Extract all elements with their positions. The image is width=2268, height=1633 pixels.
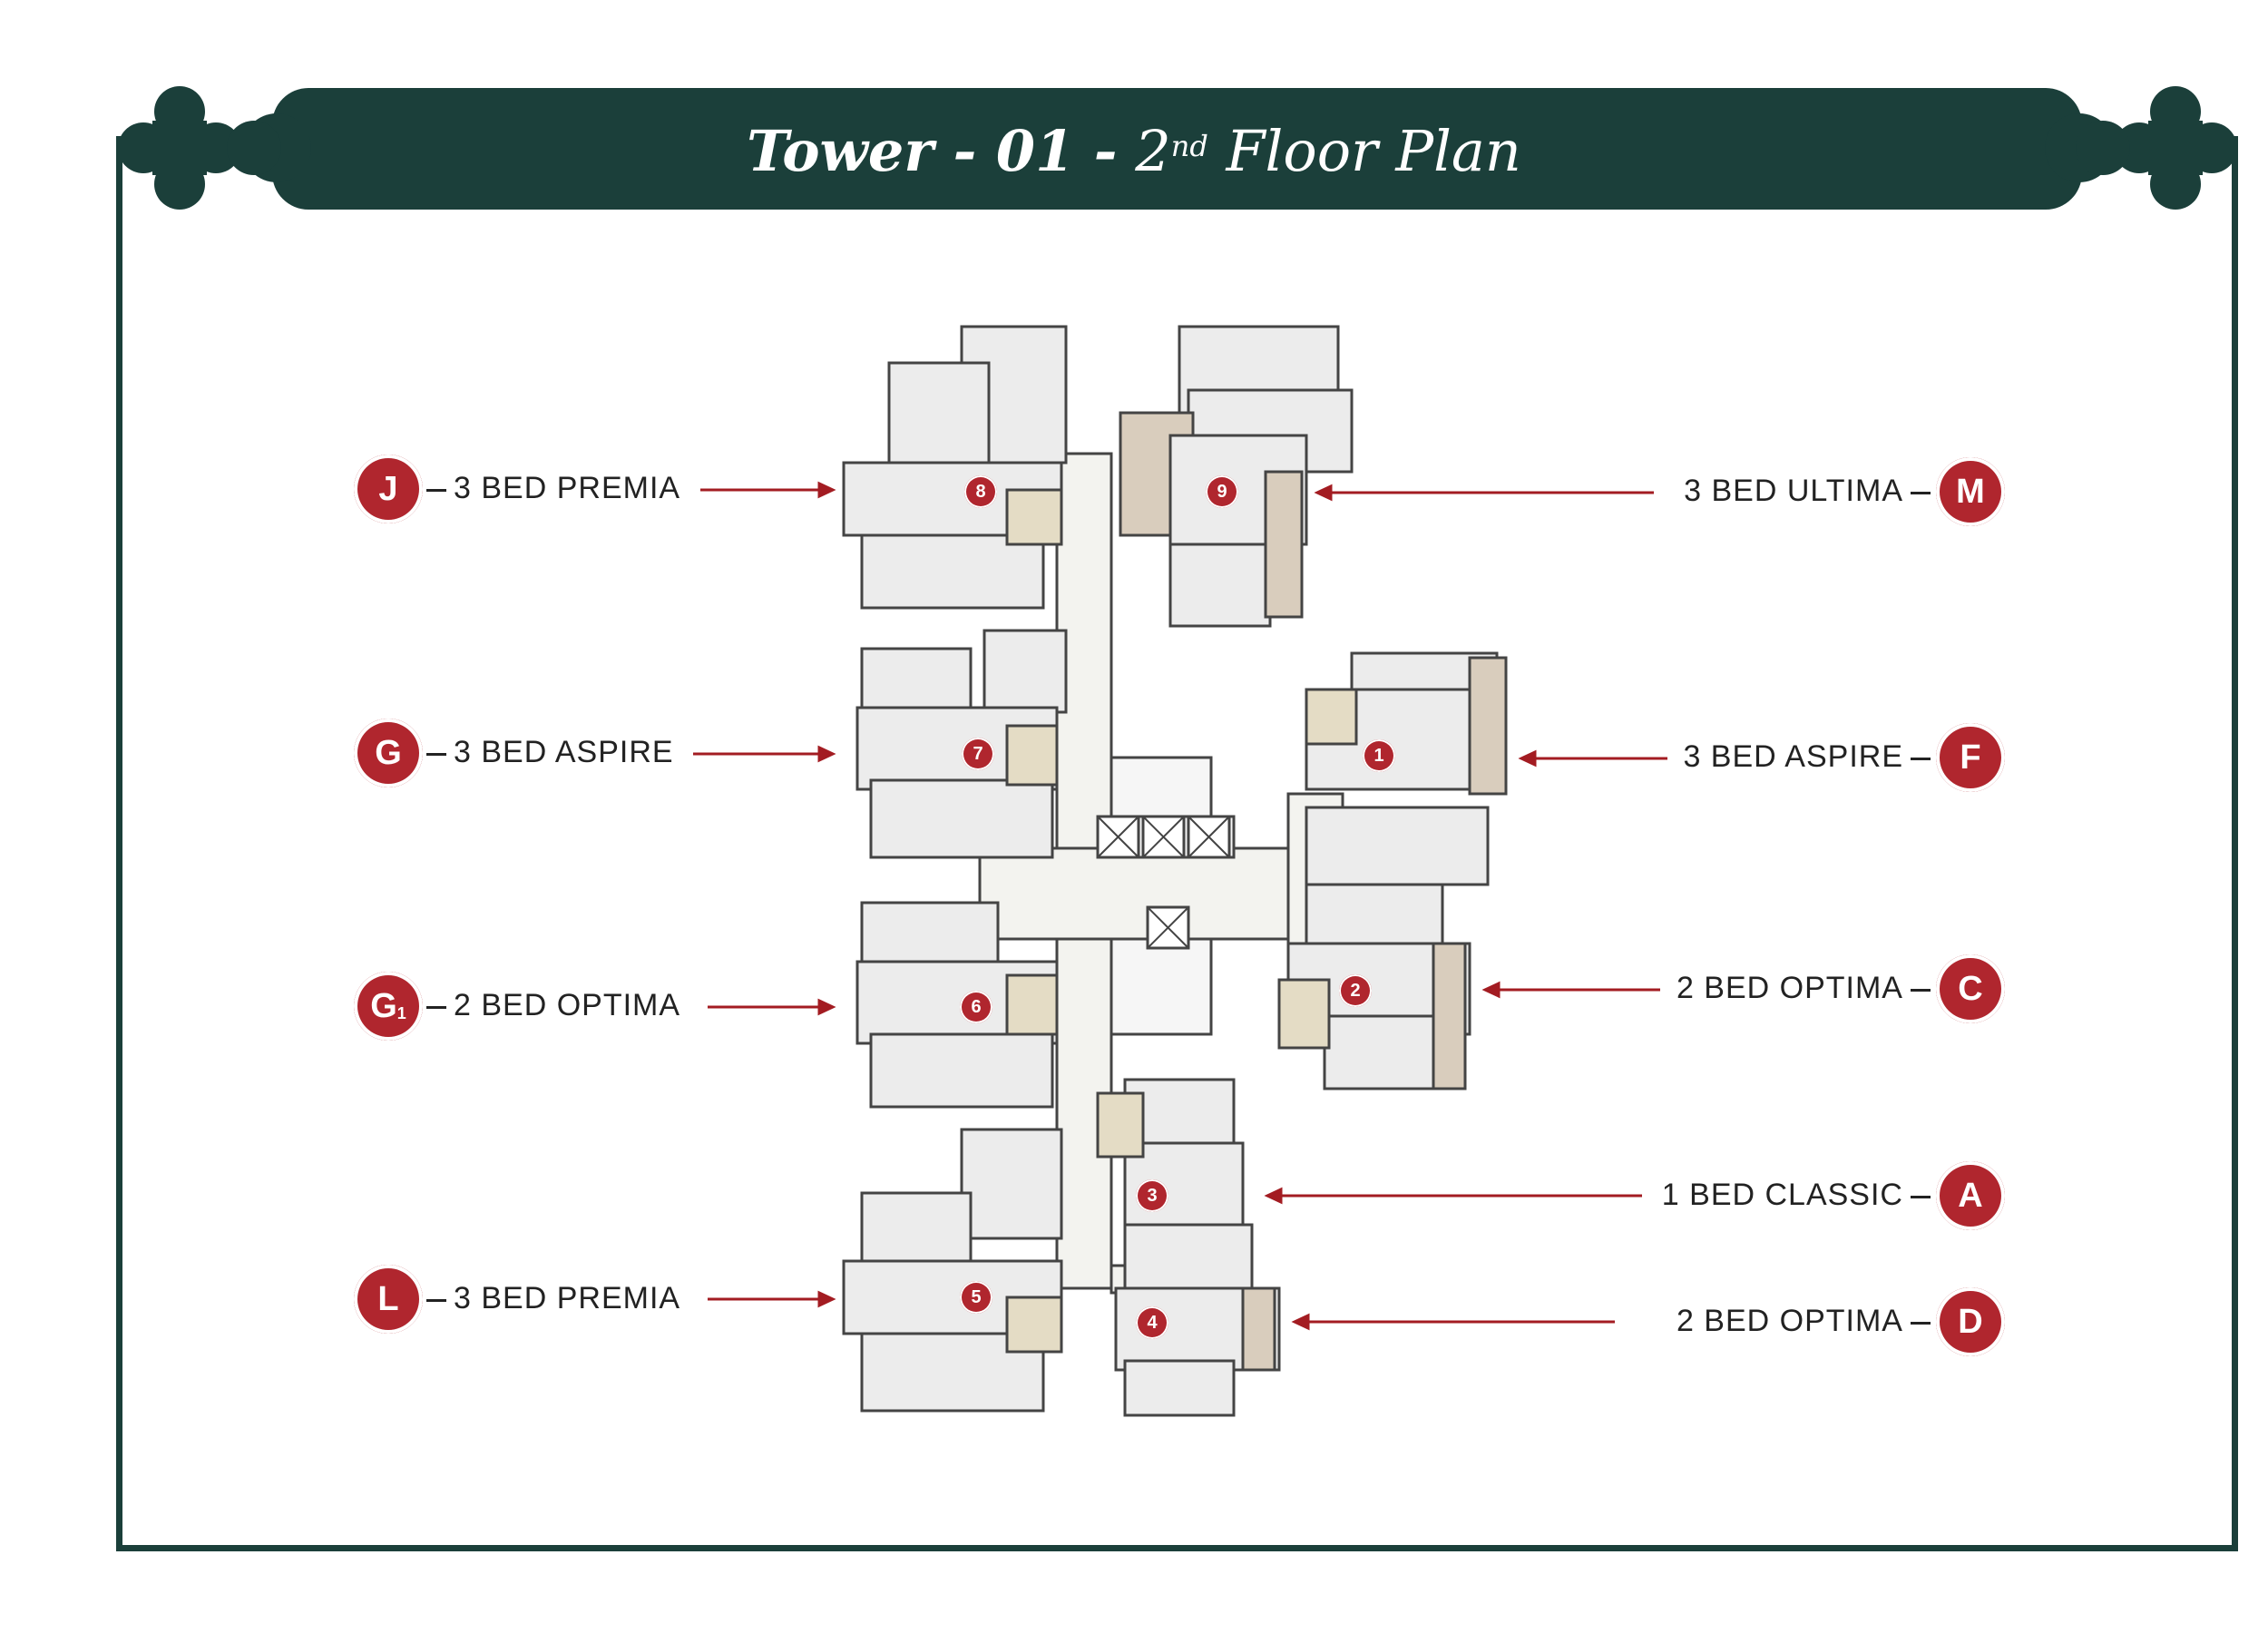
unit-F-callout[interactable]: 3 BED ASPIRE F <box>1651 723 2005 796</box>
unit-G1-code: G <box>370 986 397 1025</box>
unit-L-tick <box>426 1299 446 1302</box>
unit-D-callout[interactable]: 2 BED OPTIMA D <box>1633 1287 2005 1360</box>
unit-J-label: 3 BED PREMIA <box>454 471 681 505</box>
flat-number-9: 9 <box>1206 475 1238 508</box>
unit-M-badge: M <box>1936 457 2005 526</box>
unit-G1-tick <box>426 1006 446 1009</box>
unit-F-tick <box>1911 758 1931 760</box>
unit-F-badge: F <box>1936 723 2005 792</box>
unit-G-badge: G <box>354 719 423 787</box>
unit-C-tick <box>1911 989 1931 992</box>
unit-L-callout[interactable]: L 3 BED PREMIA <box>354 1265 717 1337</box>
flat-number-7: 7 <box>962 738 994 770</box>
flat-number-8: 8 <box>964 475 997 508</box>
flat-number-1: 1 <box>1363 739 1395 772</box>
unit-J-badge: J <box>354 455 423 523</box>
unit-L-badge: L <box>354 1265 423 1334</box>
flat-number-4: 4 <box>1136 1306 1168 1339</box>
page-title: Tower - 01 - 2nd Floor Plan <box>0 111 2268 192</box>
flat-number-2: 2 <box>1339 974 1372 1007</box>
unit-C-badge: C <box>1936 954 2005 1023</box>
unit-D-badge: D <box>1936 1287 2005 1356</box>
unit-C-label: 2 BED OPTIMA <box>1676 971 1903 1005</box>
unit-A-badge: A <box>1936 1161 2005 1230</box>
title-banner <box>118 86 2237 210</box>
unit-M-tick <box>1911 492 1931 494</box>
unit-A-label: 1 BED CLASSIC <box>1661 1178 1903 1212</box>
title-tower: Tower - 01 - <box>747 118 1118 184</box>
unit-G1-label: 2 BED OPTIMA <box>454 988 681 1022</box>
unit-G-label: 3 BED ASPIRE <box>454 735 674 769</box>
unit-A-tick <box>1911 1196 1931 1198</box>
unit-J-tick <box>426 489 446 492</box>
flat-number-6: 6 <box>960 991 992 1023</box>
unit-C-callout[interactable]: 2 BED OPTIMA C <box>1651 954 2005 1027</box>
unit-F-label: 3 BED ASPIRE <box>1683 739 1903 774</box>
title-floor-plan: Floor Plan <box>1226 118 1521 184</box>
unit-D-tick <box>1911 1322 1931 1325</box>
unit-G-callout[interactable]: G 3 BED ASPIRE <box>354 719 717 791</box>
unit-G1-sub: 1 <box>396 1003 406 1022</box>
title-floor-number: 2 <box>1135 118 1171 184</box>
unit-M-callout[interactable]: 3 BED ULTIMA M <box>1651 457 2005 530</box>
page-frame <box>116 136 2238 1551</box>
unit-M-label: 3 BED ULTIMA <box>1684 474 1903 508</box>
unit-D-label: 2 BED OPTIMA <box>1676 1304 1903 1338</box>
unit-J-callout[interactable]: J 3 BED PREMIA <box>354 455 717 527</box>
flat-number-3: 3 <box>1136 1179 1168 1212</box>
flat-number-5: 5 <box>960 1281 992 1314</box>
unit-L-label: 3 BED PREMIA <box>454 1281 681 1315</box>
title-floor-suffix: nd <box>1170 129 1208 163</box>
unit-A-callout[interactable]: 1 BED CLASSIC A <box>1633 1161 2005 1234</box>
unit-G-tick <box>426 753 446 756</box>
